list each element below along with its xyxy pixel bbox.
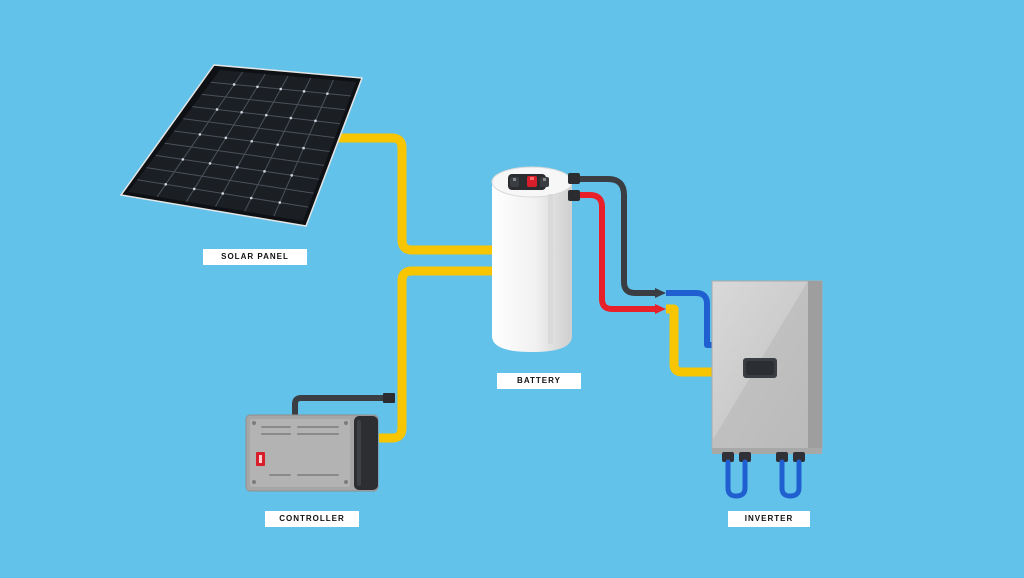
panel-cell-dot <box>314 119 317 123</box>
panel-cell-dot <box>326 92 329 95</box>
wire-battery-positive <box>576 192 666 314</box>
panel-cell-dot <box>232 83 236 86</box>
panel-cell-dot <box>264 113 268 117</box>
panel-cell-dot <box>221 192 225 195</box>
panel-cell-dot <box>250 139 254 143</box>
panel-cell-dot <box>235 166 239 169</box>
battery-label: BATTERY <box>497 373 581 389</box>
solar-panel <box>119 64 364 227</box>
panel-cell-dot <box>208 162 212 165</box>
controller <box>245 414 379 492</box>
battery <box>491 166 580 352</box>
panel-cell-dot <box>302 146 305 150</box>
wire-controller-dark-cable <box>292 393 395 417</box>
wire-battery-negative <box>576 176 666 298</box>
wire-controller-to-battery <box>379 266 496 443</box>
panel-cell-dot <box>278 201 282 204</box>
panel-cell-dot <box>240 111 243 114</box>
panel-cell-dot <box>256 85 259 89</box>
panel-cell-dot <box>249 196 253 200</box>
panel-cell-dot <box>198 133 202 136</box>
controller-label: CONTROLLER <box>265 511 359 527</box>
panel-cell-line <box>164 142 325 166</box>
panel-cell-dot <box>192 187 196 191</box>
panel-cell-dot <box>276 143 279 146</box>
wire-inverter-blue <box>666 290 714 348</box>
wire-panel-to-battery <box>316 133 496 255</box>
inverter-label: INVERTER <box>728 511 810 527</box>
inverter <box>711 280 823 499</box>
panel-cell-line <box>183 118 335 139</box>
panel-cell-dot <box>279 87 283 91</box>
panel-cell-dot <box>290 174 293 177</box>
panel-cell-line <box>146 167 314 194</box>
panel-cell-dot <box>289 116 293 120</box>
panel-cell-dot <box>164 183 168 186</box>
wire-inverter-yellow <box>666 304 714 377</box>
panel-cell-dot <box>181 158 185 161</box>
battery-terminals <box>508 174 549 190</box>
panel-cell-line <box>201 93 346 111</box>
panel-cell-dot <box>224 136 228 140</box>
solar-panel-label: SOLAR PANEL <box>203 249 307 265</box>
panel-cell-dot <box>215 108 219 111</box>
panel-cell-dot <box>302 90 306 93</box>
panel-cell-dot <box>263 170 266 173</box>
inverter-connectors <box>722 452 805 462</box>
